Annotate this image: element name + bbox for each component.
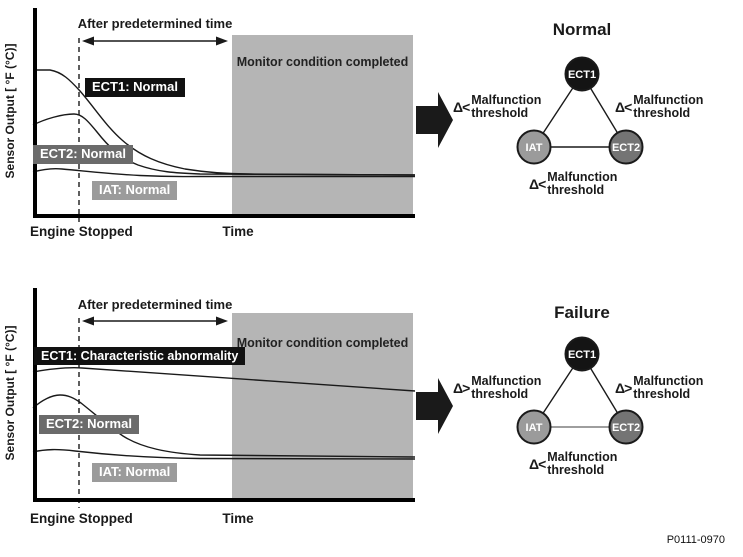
threshold-annotation-left: Δ> Malfunction threshold [453,374,547,402]
comparison-symbol: Δ< [529,456,546,473]
interval-label: After predetermined time [77,297,233,312]
flow-arrow-icon [416,378,453,434]
threshold-label: Malfunction threshold [547,170,618,198]
threshold-annotation-bottom: Δ< Malfunction threshold [529,450,623,478]
normal-triangle: ECT1 IAT ECT2 [516,56,644,165]
time-axis-label: Time [222,224,254,239]
engine-stopped-label: Engine Stopped [30,511,133,526]
ect1-node [564,56,600,92]
monitor-region-label: Monitor condition completed [236,55,409,69]
failure-graph [32,288,453,508]
interval-arrowhead-right [216,316,228,326]
ect1-curve [32,367,416,392]
iat-node-label: IAT [526,142,543,154]
ect2-curve [32,113,416,176]
interval-arrowhead-right [216,36,228,46]
threshold-label: Malfunction threshold [471,374,542,402]
ect2-node [608,129,644,165]
monitor-region [232,313,413,500]
monitor-region [232,35,413,216]
normal-graph [32,8,453,222]
failure-triangle: ECT1 IAT ECT2 [516,336,644,445]
iat-node [516,409,552,445]
figure-code: P0111-0970 [666,534,725,546]
interval-arrowhead-left [82,316,94,326]
threshold-label: Malfunction threshold [547,450,618,478]
ect1-curve [33,69,416,176]
y-axis-label: Sensor Output [ °F (°C)] [3,43,17,179]
iat-curve [32,167,415,178]
time-axis-label: Time [222,511,254,526]
ect2-status-badge: ECT2: Normal [33,145,133,164]
ect1-node [564,336,600,372]
ect2-curve [32,394,416,458]
threshold-label: Malfunction threshold [633,374,704,402]
ect1-status-badge: ECT1: Normal [85,78,185,97]
iat-status-badge: IAT: Normal [92,181,178,200]
iat-node-label: IAT [526,422,543,434]
iat-status-badge: IAT: Normal [92,463,178,482]
ect2-node-label: ECT2 [612,142,640,154]
comparison-symbol: Δ< [615,99,632,116]
ect1-node-label: ECT1 [568,349,596,361]
y-axis-label: Sensor Output [ °F (°C)] [3,325,17,461]
iat-node [516,129,552,165]
engine-stopped-label: Engine Stopped [30,224,133,239]
flow-arrow-icon [416,92,453,148]
interval-label: After predetermined time [77,16,233,31]
result-title-failure: Failure [554,303,610,322]
threshold-annotation-left: Δ< Malfunction threshold [453,93,547,121]
monitor-region-label: Monitor condition completed [236,336,409,350]
interval-arrowhead-left [82,36,94,46]
comparison-symbol: Δ< [529,176,546,193]
iat-curve [32,448,416,460]
ect2-node [608,409,644,445]
ect1-status-badge: ECT1: Characteristic abnormality [34,347,246,366]
ect1-node-label: ECT1 [568,69,596,81]
result-title-normal: Normal [552,20,612,39]
ect2-node-label: ECT2 [612,422,640,434]
threshold-annotation-right: Δ< Malfunction threshold [615,93,709,121]
ect2-status-badge: ECT2: Normal [39,415,139,434]
comparison-symbol: Δ< [453,99,470,116]
threshold-annotation-bottom: Δ< Malfunction threshold [529,170,623,198]
graph-axes [33,8,415,218]
comparison-symbol: Δ> [615,380,632,397]
threshold-label: Malfunction threshold [471,93,542,121]
threshold-label: Malfunction threshold [633,93,704,121]
comparison-symbol: Δ> [453,380,470,397]
threshold-annotation-right: Δ> Malfunction threshold [615,374,709,402]
